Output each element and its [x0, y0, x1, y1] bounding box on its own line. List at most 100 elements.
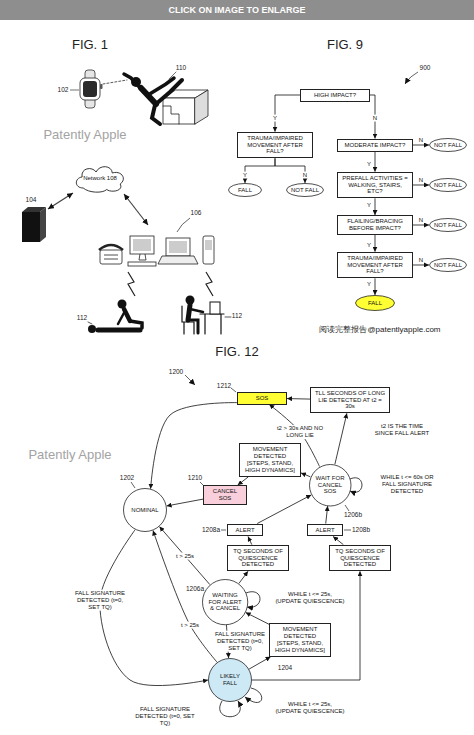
- node-text: PREFALL ACTIVITIES = WALKING, STAIRS, ET…: [341, 175, 409, 196]
- falling-person: [103, 80, 127, 84]
- connector: [167, 499, 203, 506]
- falling-person: [163, 106, 179, 124]
- loop-label: WHILE t <= 25s, (UPDATE QUIESCENCE): [275, 701, 345, 715]
- device-icons: [205, 240, 212, 250]
- text-holder: FALL: [368, 300, 382, 307]
- node-text: MOVEMENT DETECTED [STEPS, STAND, HIGH DY…: [243, 446, 297, 474]
- ellipse-outline: [430, 139, 467, 152]
- watermark: Patently Apple: [43, 128, 126, 143]
- node-text: NOT FALL: [434, 262, 462, 269]
- leader-line: [131, 72, 418, 530]
- leader-line: [344, 530, 351, 531]
- edge-label: t > 25s: [180, 622, 200, 629]
- desk-figure: [188, 305, 190, 320]
- connector: [287, 398, 310, 400]
- cpr-figure: [98, 328, 140, 333]
- node-text: MOVEMENT DETECTED [STEPS, STAND, HIGH DY…: [273, 626, 327, 654]
- desk-figure: [182, 296, 231, 335]
- node-text: TRAUMA/IMPAIRED MOVEMENT AFTER FALL?: [341, 255, 409, 276]
- text-holder: LIKELY FALL: [212, 673, 247, 687]
- device-icons: [166, 238, 190, 256]
- text-holder: SOS: [256, 395, 269, 402]
- figure-title: FIG. 12: [215, 345, 258, 360]
- loop-label: FALL SIGNATURE DETECTED (t=0, SET TQ): [133, 706, 197, 727]
- cloud-outline: [76, 167, 123, 192]
- ellipse-outline: [430, 179, 467, 192]
- desk-figure: [190, 309, 203, 312]
- edge-label: FALL SIGNATURE DETECTED (t=0, SET TQ): [71, 590, 129, 611]
- callout-number: 106: [191, 209, 202, 216]
- falling-person: [103, 72, 208, 124]
- node-text: TQ SECONDS OF QUIESCENCE DETECTED: [333, 548, 387, 569]
- text-holder: MODERATE IMPACT?: [345, 142, 406, 149]
- device-icons: [130, 236, 154, 254]
- cpr-figure: [88, 322, 92, 324]
- desk-figure: [182, 306, 194, 334]
- connector: [301, 473, 310, 477]
- text-holder: TRAUMA/IMPAIRED MOVEMENT AFTER FALL?: [241, 135, 309, 156]
- connector: [375, 235, 376, 252]
- falling-person: [163, 98, 195, 124]
- leader-line: [231, 388, 236, 392]
- network-arrow: [48, 193, 148, 225]
- node-text: ALERT: [235, 527, 254, 534]
- text-holder: TLL SECONDS OF LONG LIE DETECTED AT t2 =…: [314, 390, 386, 411]
- text-holder: TQ SECONDS OF QUIESCENCE DETECTED: [333, 548, 387, 569]
- callout-number: 1206a: [186, 585, 204, 592]
- leader-line: [185, 375, 195, 385]
- falling-person: [124, 74, 144, 92]
- connector: [375, 198, 376, 215]
- callout-number: 1208b: [352, 526, 370, 533]
- lightning-symbol: [128, 272, 213, 296]
- ellipse-outline: [356, 296, 395, 311]
- leader-line: [405, 72, 418, 84]
- node-text: NOT FALL: [291, 187, 319, 194]
- node-text: NOMINAL: [131, 507, 158, 514]
- callout-number: 1212: [217, 382, 231, 389]
- desk-figure: [210, 302, 220, 314]
- state-box: ALERT: [227, 524, 263, 537]
- connector: [375, 152, 376, 172]
- falling-person: [156, 80, 182, 104]
- node-text: FALL: [238, 187, 252, 194]
- callout-number: 102: [58, 86, 69, 93]
- ellipse-outline: [202, 579, 247, 624]
- leader-line: [221, 530, 226, 531]
- outcome-ellipse: NOT FALL: [286, 183, 324, 197]
- state-box: ALERT: [307, 524, 343, 537]
- callout-number: 1204: [278, 664, 292, 671]
- self-loop: [246, 592, 260, 608]
- connector: [151, 403, 237, 489]
- callout-number: 112: [232, 312, 242, 319]
- edge-label: FALL SIGNATURE DETECTED (t=0, SET TQ): [214, 631, 266, 652]
- leader-line: [131, 482, 135, 488]
- node-text: CANCEL SOS: [207, 488, 243, 502]
- callout-number: 110: [176, 64, 186, 71]
- connector: [246, 612, 269, 624]
- text-holder: TQ SECONDS OF QUIESCENCE DETECTED: [231, 548, 285, 569]
- node-text: FLAILING/BRACING BEFORE IMPACT?: [341, 218, 409, 232]
- ellipse-outline: [430, 259, 467, 272]
- callout-number: 1200: [169, 368, 183, 375]
- text-holder: ALERT: [315, 527, 334, 534]
- node-text: NOT FALL: [434, 182, 462, 189]
- text-holder: NOMINAL: [131, 507, 158, 514]
- top-bar: [0, 0, 474, 20]
- connector: [245, 158, 275, 183]
- ellipse-outline: [229, 184, 262, 197]
- connector: [333, 536, 343, 544]
- device-icons: [128, 262, 156, 266]
- connector: [248, 536, 252, 544]
- connector: [275, 95, 300, 132]
- condition-box: MOVEMENT DETECTED [STEPS, STAND, HIGH DY…: [239, 443, 301, 477]
- leader-line: [345, 505, 349, 511]
- network-arrow: [124, 194, 148, 225]
- connector: [335, 413, 347, 464]
- condition-note: t2 IS THE TIME SINCE FALL ALERT: [372, 423, 432, 437]
- self-loop: [350, 478, 362, 492]
- callout-number: 112: [77, 314, 87, 321]
- outcome-ellipse: FALL: [355, 295, 395, 311]
- lightning-symbol: [128, 272, 135, 296]
- text-holder: PREFALL ACTIVITIES = WALKING, STAIRS, ET…: [341, 175, 409, 196]
- edge-label: N: [302, 172, 308, 179]
